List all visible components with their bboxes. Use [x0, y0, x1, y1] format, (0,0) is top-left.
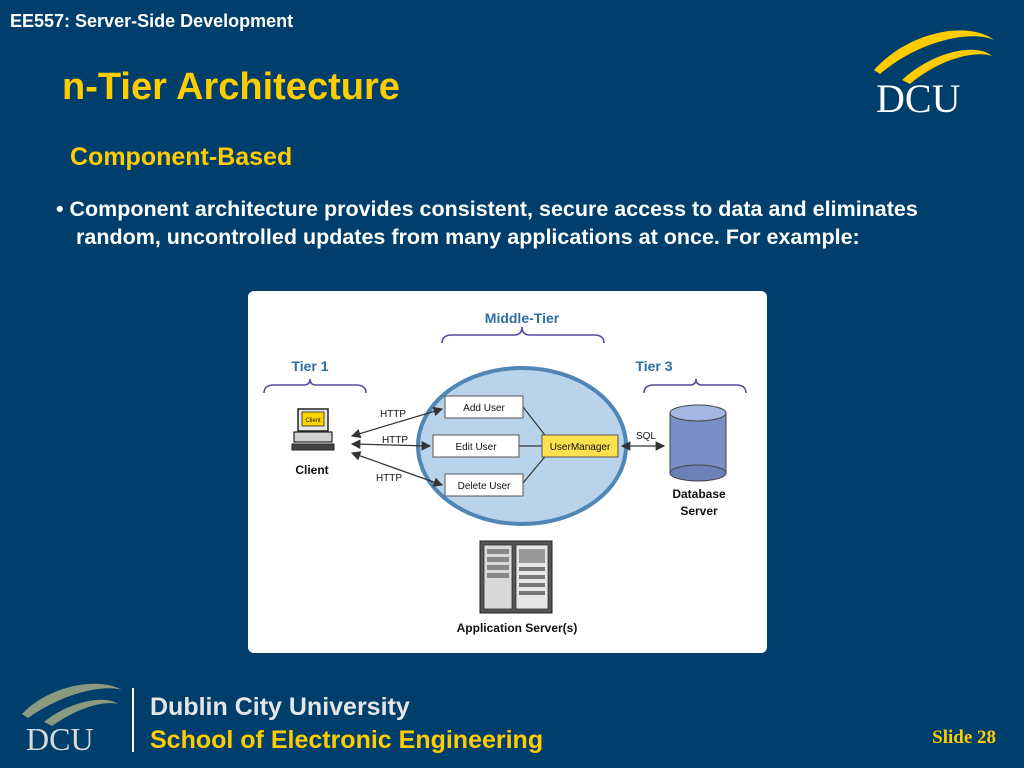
dcu-logo: DCU	[874, 30, 994, 121]
add-user-box	[444, 395, 524, 419]
delete-user-label: Delete User	[458, 481, 511, 492]
user-manager-label: UserManager	[550, 442, 611, 453]
add-user-label: Add User	[463, 403, 505, 414]
application-server-label: Application Server(s)	[457, 621, 578, 635]
footer-logo-swoosh-outer	[22, 683, 122, 718]
delete-user-box	[444, 473, 524, 497]
sql-label: SQL	[636, 431, 656, 442]
diagram-svg: Middle-Tier Tier 1 Tier 3 Add User Edit …	[263, 310, 747, 635]
university-name: Dublin City University	[150, 693, 410, 721]
http-label-1: HTTP	[380, 409, 406, 420]
slide-subtitle: Component-Based	[70, 143, 293, 171]
school-name: School of Electronic Engineering	[150, 726, 544, 754]
bullet-text: • Component architecture provides consis…	[56, 197, 918, 249]
user-manager-box	[541, 434, 619, 458]
logo-text: DCU	[876, 76, 961, 121]
architecture-diagram: Middle-Tier Tier 1 Tier 3 Add User Edit …	[248, 291, 767, 653]
http-arrow-1	[350, 406, 444, 439]
database-label-line2: Server	[680, 504, 718, 518]
http-label-2: HTTP	[382, 435, 408, 446]
course-title: EE557: Server-Side Development	[10, 11, 294, 31]
edit-user-box	[432, 434, 520, 458]
client-computer-icon: Client	[291, 408, 335, 451]
database-label-line1: Database	[672, 487, 726, 501]
edit-user-label: Edit User	[455, 442, 497, 453]
footer-dcu-logo: DCU	[22, 683, 122, 757]
client-label: Client	[295, 463, 328, 477]
footer-divider	[132, 688, 134, 752]
slide-number: Slide 28	[932, 727, 996, 748]
logo-swoosh-outer	[874, 30, 994, 74]
footer-logo-swoosh-inner	[44, 699, 118, 726]
http-label-3: HTTP	[376, 473, 402, 484]
tier3-label: Tier 3	[635, 358, 672, 374]
footer-logo-text: DCU	[26, 721, 94, 757]
middle-tier-label: Middle-Tier	[485, 310, 560, 326]
client-screen-label: Client	[305, 418, 321, 424]
middle-tier-brace	[441, 326, 605, 344]
application-server-icon	[479, 540, 553, 614]
logo-swoosh-inner	[902, 49, 992, 84]
http-arrow-2	[350, 439, 432, 451]
tier3-brace	[643, 378, 747, 394]
tier1-brace	[263, 378, 367, 394]
tier1-label: Tier 1	[291, 358, 328, 374]
http-arrow-3	[350, 451, 444, 487]
slide-title: n-Tier Architecture	[62, 66, 400, 108]
database-icon	[669, 404, 727, 482]
